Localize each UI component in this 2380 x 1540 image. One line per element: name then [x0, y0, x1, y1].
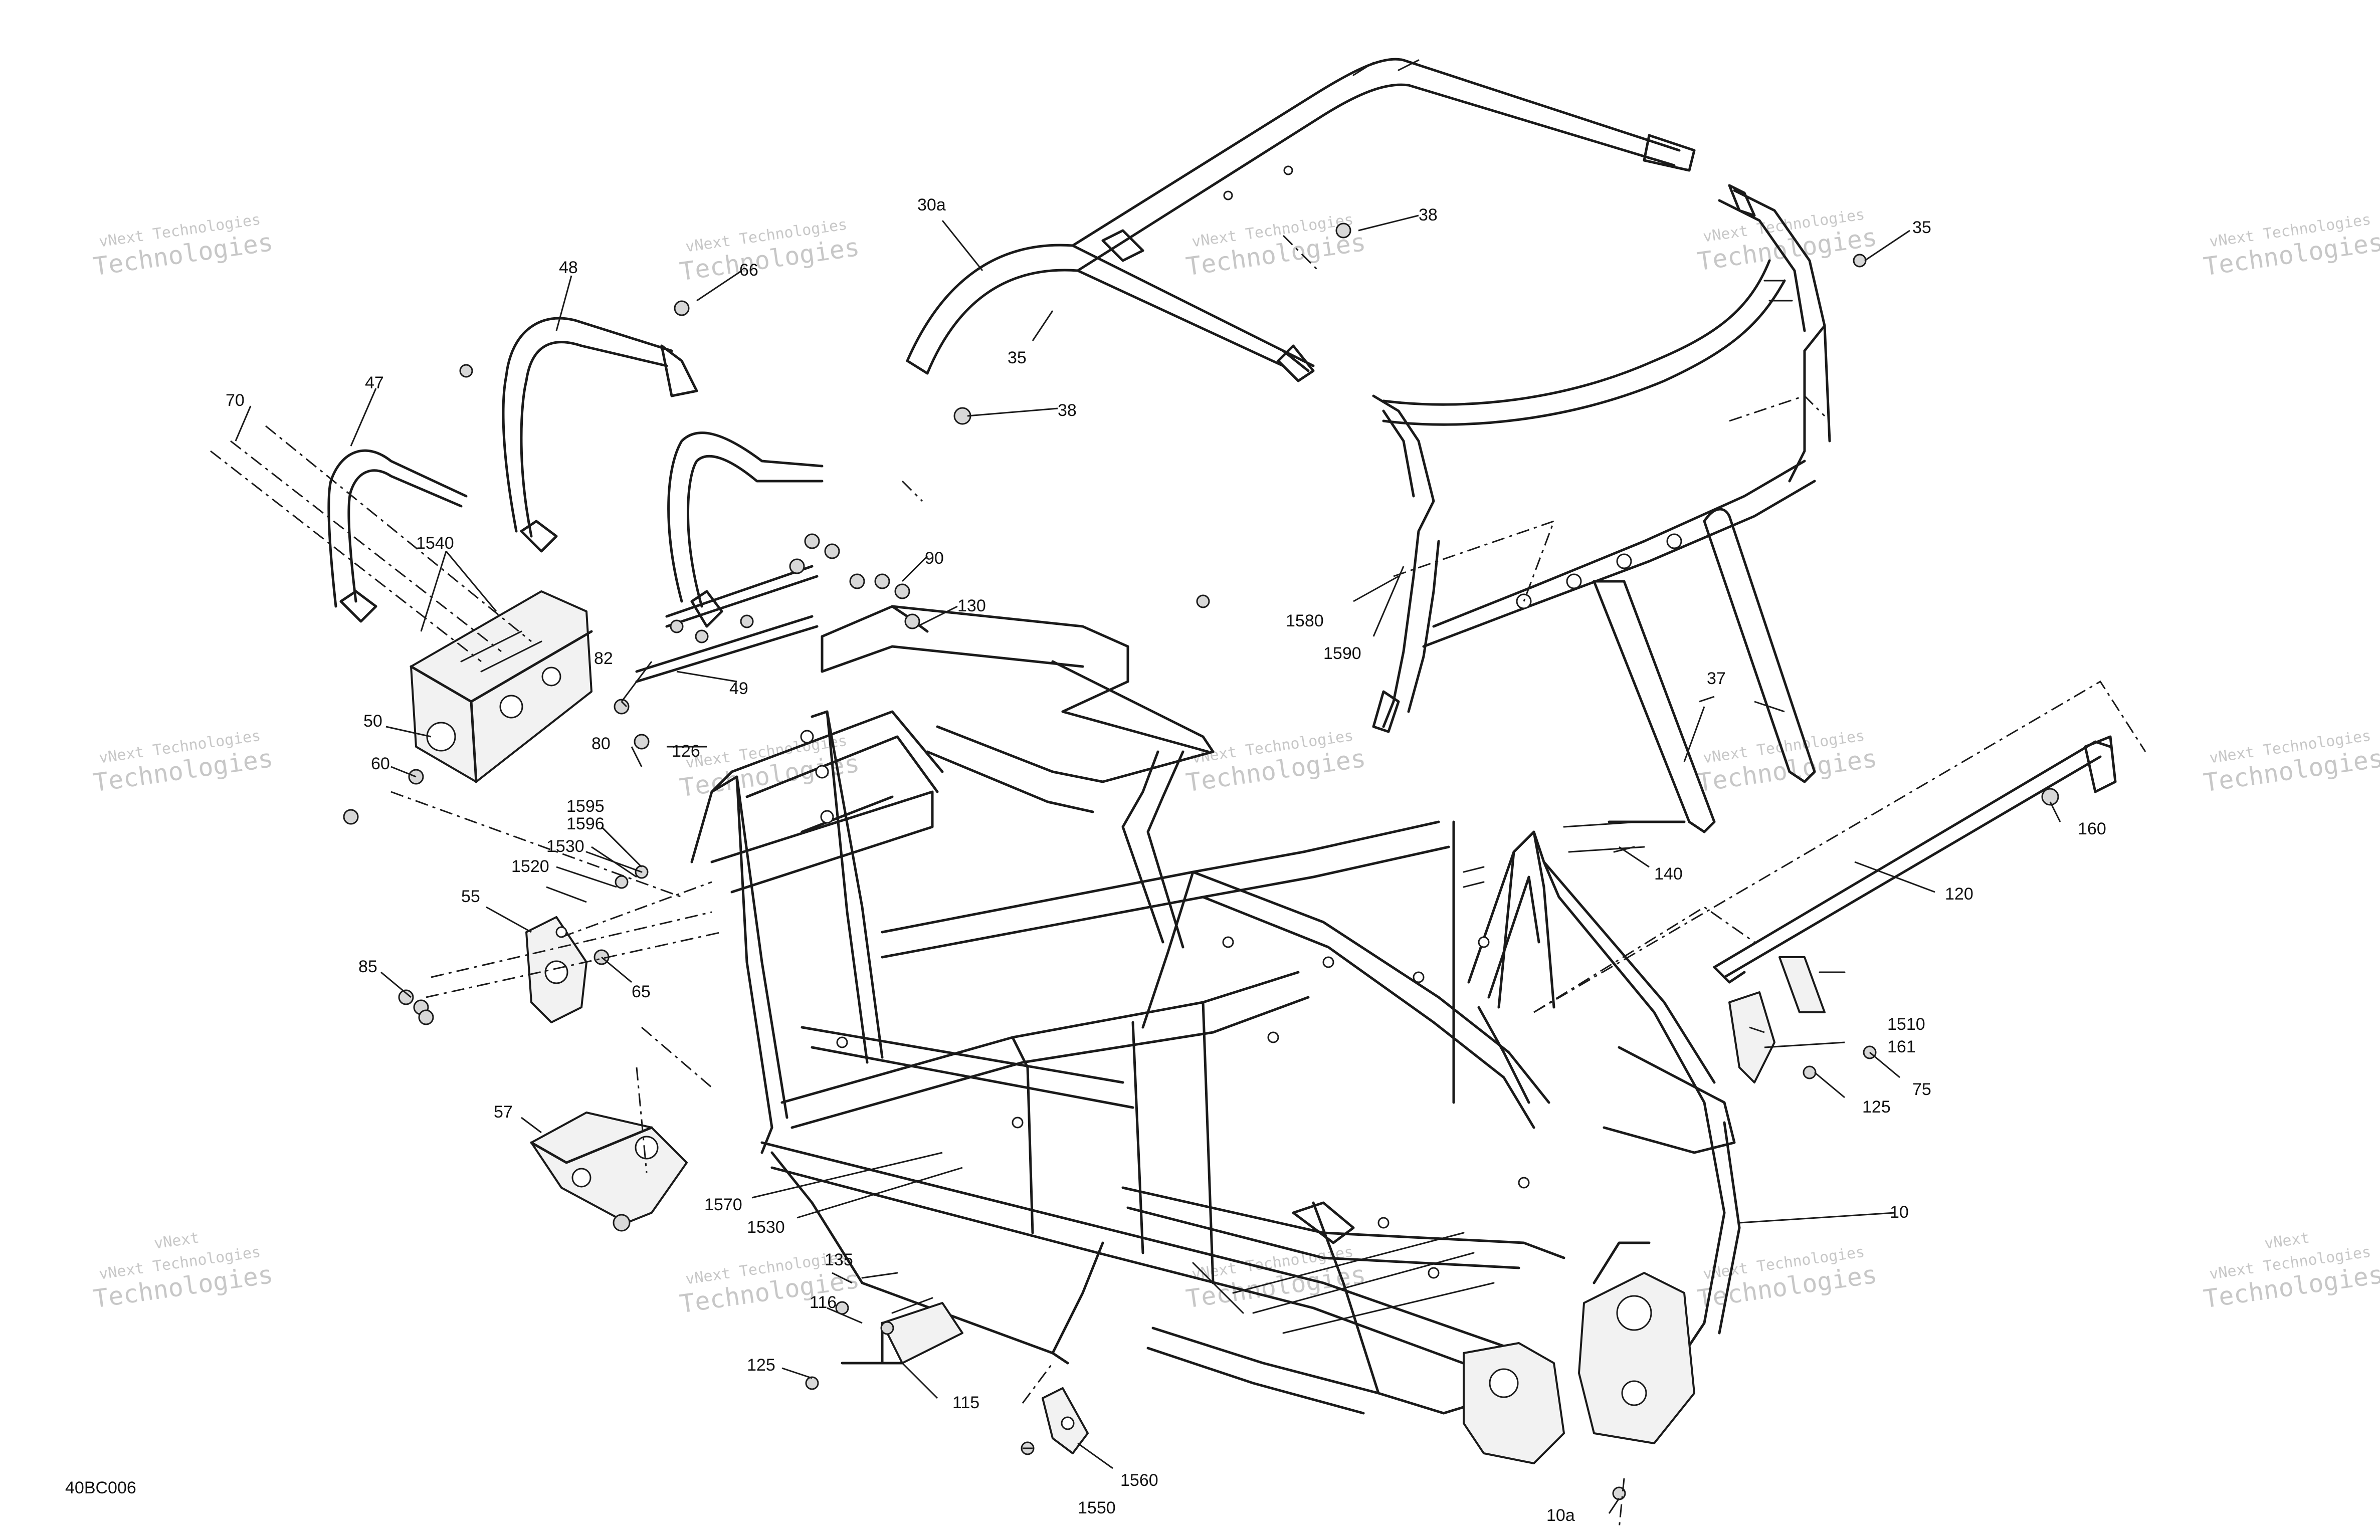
assembly-lines [210, 235, 1625, 1529]
callout-80: 80 [591, 734, 611, 753]
callout-125-right: 125 [1862, 1097, 1891, 1117]
callout-90: 90 [925, 549, 944, 568]
callout-10: 10 [1890, 1203, 1909, 1222]
callout-1530: 1530 [747, 1218, 785, 1237]
watermark-r2c1: vNext Technologies Technologies [91, 727, 275, 798]
bracket-49 [635, 565, 819, 683]
callout-1580: 1580 [1286, 611, 1324, 630]
watermark-r1c1: vNext Technologies Technologies [91, 211, 275, 282]
callout-38-top: 38 [1419, 205, 1438, 225]
watermark-r3c4: vNext Technologies Technologies [1695, 1243, 1879, 1314]
callout-1510: 1520 [511, 857, 549, 876]
callout-70: 66 [739, 261, 758, 280]
watermarks: vNext Technologies Technologies vNext Te… [91, 206, 2380, 1319]
roll-cage-rear [1372, 184, 1831, 733]
callout-57: 57 [494, 1103, 513, 1122]
bracket-57 [530, 1112, 688, 1232]
side-brackets [1728, 956, 1846, 1083]
side-rail [1533, 680, 2146, 1013]
callout-120: 120 [1945, 885, 1973, 904]
callout-161: 1510 [1887, 1015, 1925, 1034]
callout-125-lower: 125 [747, 1356, 775, 1375]
callout-1570: 1570 [704, 1195, 742, 1214]
callout-135-upper: 140 [1654, 864, 1683, 884]
callout-1595: 1595 [566, 797, 605, 816]
callout-130: 130 [957, 596, 986, 615]
callout-140: 160 [2078, 819, 2106, 838]
callout-115: 115 [952, 1393, 979, 1412]
callout-82: 82 [594, 649, 613, 668]
callout-65: 65 [632, 982, 651, 1001]
callout-37: 37 [1707, 669, 1726, 688]
watermark-r3c3: vNext Technologies Technologies [1184, 1243, 1367, 1314]
callout-160: 161 [1887, 1037, 1916, 1056]
callout-49: 49 [729, 679, 748, 698]
drawing-code: 40BC006 [65, 1478, 136, 1497]
callout-47: 47 [365, 373, 384, 392]
callout-66: 75 [1912, 1080, 1931, 1099]
callout-75: 70 [226, 391, 245, 410]
callout-135-lower: 135 [825, 1250, 853, 1269]
bracket-115 [841, 1302, 963, 1365]
callout-38-bottom: 38 [1058, 401, 1077, 420]
watermark-r3c5: vNext vNext Technologies Technologies [2202, 1229, 2380, 1313]
callout-116: 116 [810, 1293, 837, 1312]
main-frame [690, 605, 1741, 1464]
callout-60: 60 [371, 754, 390, 773]
roll-cage-front [906, 58, 1696, 382]
bumper-bars [327, 317, 824, 628]
callout-10a: 10a [1546, 1506, 1575, 1525]
callout-48: 48 [559, 258, 578, 277]
callout-labels: 30a 35 38 38 35 66 48 47 70 90 130 1540 … [226, 195, 2106, 1525]
callout-1550: 1550 [1078, 1498, 1116, 1517]
watermark-line2: vNext [153, 1229, 200, 1252]
watermark-r1c3: vNext Technologies Technologies [1184, 211, 1367, 282]
bracket-1560 [1042, 1387, 1089, 1454]
callout-1590: 1590 [1323, 644, 1361, 663]
callout-1540: 1540 [416, 534, 454, 553]
front-bracket-50 [410, 590, 593, 783]
callout-30: 30a [917, 195, 946, 214]
watermark-r2c3: vNext Technologies Technologies [1184, 727, 1367, 798]
watermark-line2: vNext [2263, 1229, 2310, 1252]
watermark-r3c1: vNext vNext Technologies Technologies [91, 1229, 275, 1313]
callout-35: 35 [1912, 218, 1931, 237]
callout-50: 50 [363, 712, 382, 731]
support-struts [1593, 508, 1816, 833]
callout-126: 126 [672, 742, 700, 761]
leader-lines [235, 214, 2061, 1514]
watermark-r1c5: vNext Technologies Technologies [2202, 211, 2380, 282]
callout-1560: 1560 [1120, 1471, 1158, 1490]
watermark-r1c4: vNext Technologies Technologies [1695, 206, 1879, 277]
callout-30a: 35 [1008, 348, 1027, 367]
callout-55: 55 [461, 887, 480, 906]
callout-1520: 1530 [546, 837, 584, 856]
callout-85: 85 [358, 957, 377, 976]
callout-1596: 1596 [566, 814, 605, 833]
bracket-55 [525, 916, 587, 1023]
watermark-r1c2: vNext Technologies Technologies [678, 216, 861, 287]
fasteners [343, 223, 2059, 1500]
watermark-r2c5: vNext Technologies Technologies [2202, 727, 2380, 798]
